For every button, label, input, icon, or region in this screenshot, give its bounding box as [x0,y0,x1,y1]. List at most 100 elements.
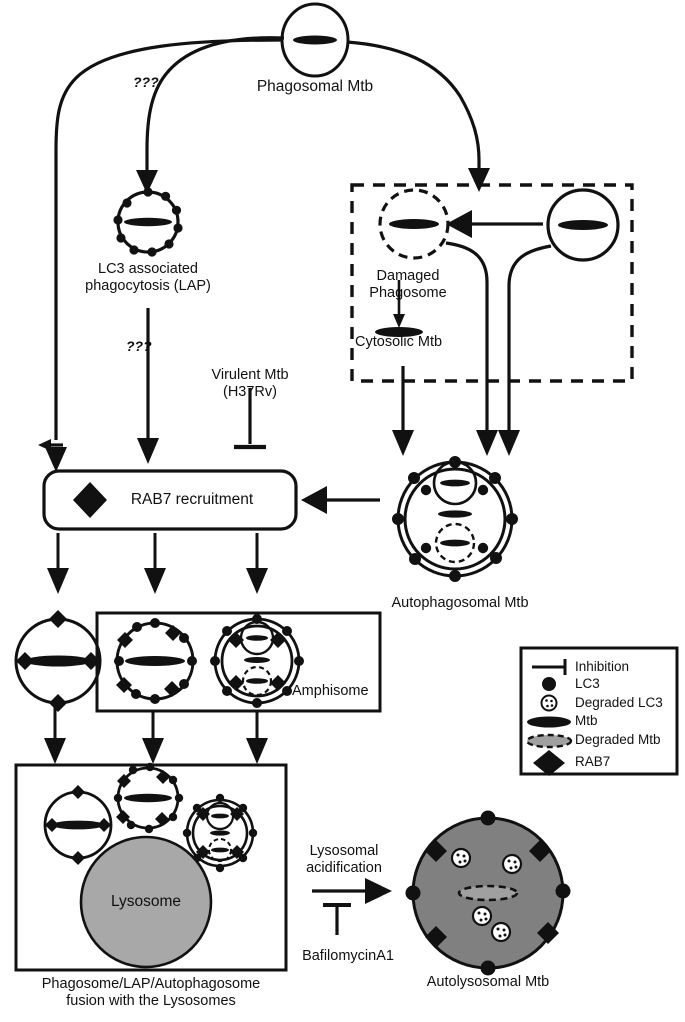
lc3-dot [252,698,262,708]
legend-rab7-icon [533,750,565,776]
lc3-dot [449,570,461,582]
rab7-diamond-icon [230,845,244,859]
rab7-diamond-icon [156,770,170,784]
degraded-lc3-dot [471,905,493,927]
lc3-dot [128,765,138,775]
lc3-dot [215,793,225,803]
legend-box [519,646,679,776]
edge-lap-to-rab7 [137,308,159,464]
lc3-dot [182,828,192,838]
lc3-dot [164,239,174,249]
lc3-dot [222,686,232,696]
edge-right-to-damaged [446,210,543,238]
lc3-dot [143,187,153,197]
lc3-dot [215,863,225,873]
unknown-edge-label-lap: ??? [126,338,152,354]
lap-rab7-vesicle-node [114,618,197,704]
rab7-diamond-icon [117,632,133,648]
lc3-dot [555,883,571,899]
legend-label-rab7: RAB7 [575,754,611,769]
cytosolic-mtb-label: Cytosolic Mtb [355,334,443,350]
edge-cytosolic-to-autophagosome [392,366,414,456]
amphisome-vesicle-node [210,614,304,708]
lc3-dot [210,656,220,666]
lc3-dot [179,679,189,689]
rab7-diamond-icon [196,807,210,821]
lc3-dot [192,803,202,813]
rab7-diamond-icon [49,694,67,712]
lysosomal-acidification-label: Lysosomal acidification [306,843,382,877]
lc3-dot [126,820,136,830]
inhibition-bafilomycin [323,903,351,935]
lc3-dot [168,775,178,785]
legend-label-lc3: LC3 [575,676,600,691]
legend-degraded-mtb-icon [525,733,573,749]
rab7-diamond-icon [116,677,132,693]
lc3-dot [480,810,496,826]
inhibition-virulent-mtb [234,388,266,450]
rab7-recruitment-box[interactable] [42,469,298,531]
rab7-diamond-icon [230,807,244,821]
phagosomal-mtb-label: Phagosomal Mtb [256,78,374,95]
lc3-dot [131,689,141,699]
rab7-diamond-icon [73,482,107,518]
autophagosomal-mtb-node [392,456,518,582]
lc3-dot [113,793,123,803]
lc3-dot [408,472,420,484]
lc3-dot [122,198,132,208]
degraded-mtb-glyph [457,884,519,902]
lc3-dot [145,762,155,772]
degraded-lc3-dot [450,847,472,869]
amphisome-box [95,611,382,713]
lc3-dot [173,223,183,233]
rab7-diamond-icon [529,840,551,862]
edge-damaged-curve-down [445,241,498,456]
lc3-dot [150,694,160,704]
autophagosomal-mtb-label: Autophagosomal Mtb [391,595,529,611]
lc3-dot [116,233,126,243]
rab7-diamond-icon [270,632,286,648]
lap-label: LC3 associated phagocytosis (LAP) [85,261,211,295]
lc3-dot [248,828,258,838]
fusion-box-label: Phagosome/LAP/Autophagosome fusion with … [41,976,261,1010]
lc3-dot [129,245,139,255]
rab7-diamond-icon [164,681,180,697]
legend-mtb-icon [527,716,571,728]
edge-phagosome-to-damaged [346,40,490,192]
lc3-dot [174,793,184,803]
fusion-lap-vesicle [113,762,184,834]
lc3-dot [222,626,232,636]
rab7-diamond-icon [228,675,244,691]
lc3-dot [490,552,502,564]
edges-to-fusion-box [44,707,268,764]
rab7-diamond-icon [97,818,111,832]
lc3-dot [480,960,496,976]
lc3-dot [161,191,171,201]
damaged-phagosome-node [378,188,450,260]
lc3-dot [113,215,123,225]
legend-label-degraded-mtb: Degraded Mtb [575,732,661,747]
lc3-dot [147,247,157,257]
lc3-dot [171,205,182,215]
lc3-dot [420,484,432,496]
rab7-diamond-icon [71,851,85,865]
rab7-diamond-icon [71,785,85,799]
lc3-dot [179,633,189,643]
degraded-lc3-dot [501,853,523,875]
lc3-dot [187,656,197,666]
rab7-diamond-icon [45,818,59,832]
lc3-dot [168,812,178,822]
legend-label-inhibition: Inhibition [575,659,630,674]
cytosolic-mtb-glyph [375,327,423,337]
rab7-diamond-icon [49,610,67,628]
damaged-phagosome-label: Damaged Phagosome [369,268,447,302]
bafilomycin-label: BafilomycinA1 [302,948,394,964]
edges-rab7-down [47,533,268,594]
lap-vesicle-node [113,187,183,257]
rab7-phagosome-node [14,610,102,712]
rab7-diamond-icon [270,675,286,691]
lc3-dot [405,885,421,901]
lc3-dot [506,513,518,525]
